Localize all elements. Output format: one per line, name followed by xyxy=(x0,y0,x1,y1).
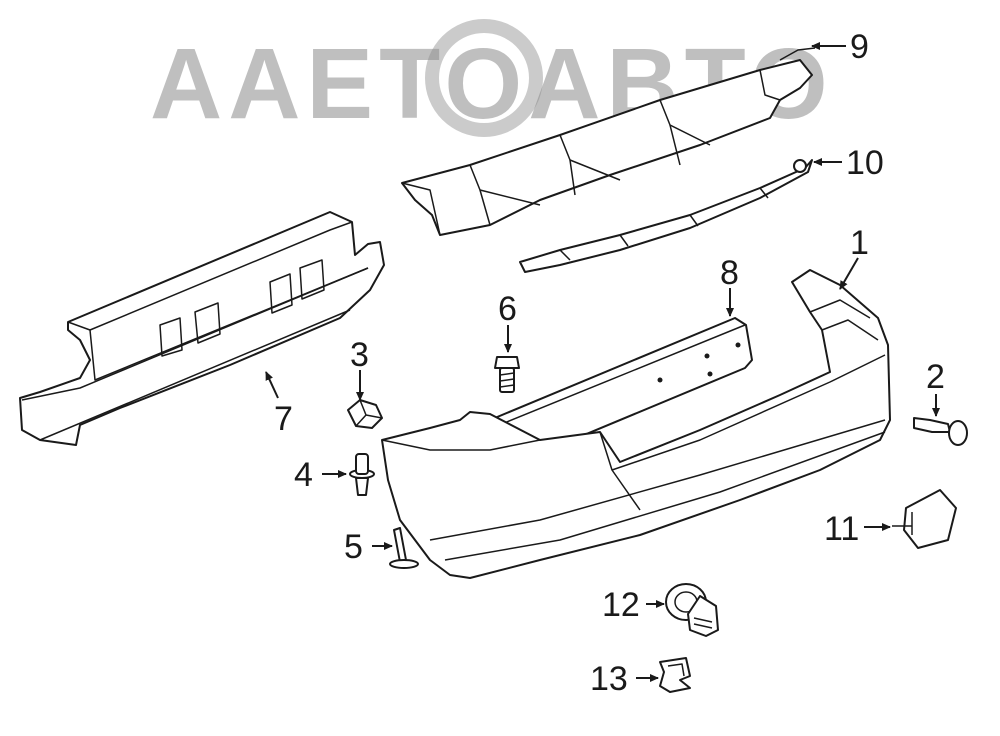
leader-line-7 xyxy=(265,371,279,399)
callout-6: 6 xyxy=(498,290,517,328)
callout-8: 8 xyxy=(720,254,739,292)
retainer-part-5 xyxy=(389,527,419,569)
tow-hook-cover-part-11 xyxy=(892,489,957,549)
callout-7: 7 xyxy=(274,400,293,438)
callout-2: 2 xyxy=(926,358,945,396)
leader-lines xyxy=(265,42,940,682)
push-pin-part-4 xyxy=(349,453,375,496)
clip-part-3 xyxy=(347,399,383,429)
callout-1: 1 xyxy=(850,224,869,262)
park-sensor-part-12 xyxy=(665,583,719,637)
sensor-bracket-part-13 xyxy=(659,657,691,693)
callout-4: 4 xyxy=(294,456,313,494)
callout-3: 3 xyxy=(350,336,369,374)
callout-10: 10 xyxy=(846,144,884,182)
upper-absorber-part xyxy=(401,47,816,236)
callout-5: 5 xyxy=(344,528,363,566)
bumper-cover-part xyxy=(381,269,891,579)
leader-line-1 xyxy=(839,257,859,290)
callout-labels: 1 2 3 4 5 6 7 8 9 10 11 12 13 xyxy=(274,28,945,698)
callout-11: 11 xyxy=(824,510,859,548)
reinforcement-beam-part xyxy=(19,211,385,446)
callout-9: 9 xyxy=(850,28,869,66)
callout-13: 13 xyxy=(590,660,628,698)
bolt-part-6 xyxy=(494,356,520,393)
watermark-gear-icon xyxy=(425,19,543,137)
push-pin-part-2 xyxy=(913,417,968,446)
callout-12: 12 xyxy=(602,586,640,624)
lower-bracket-part xyxy=(519,159,813,273)
